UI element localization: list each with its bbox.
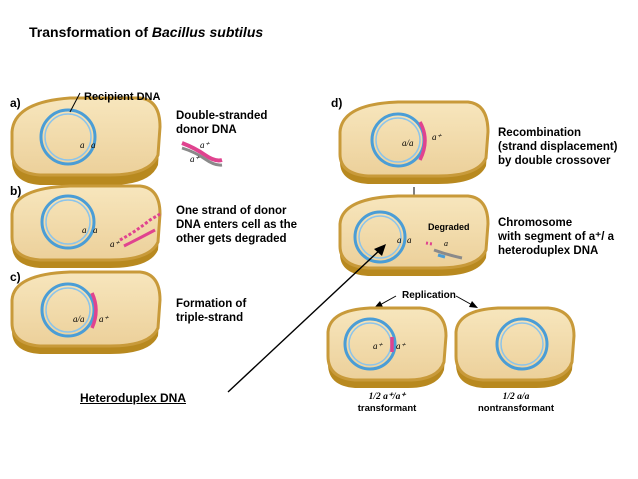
cell-a: a a — [10, 92, 162, 185]
cell-transformant: a⁺ a⁺ — [326, 306, 448, 388]
gene-d-aa: a/a — [402, 138, 414, 148]
panel-letter-d: d) — [331, 96, 343, 110]
panel-letter-c: c) — [10, 270, 21, 284]
panel-b-line-1: One strand of donor — [176, 205, 287, 217]
degraded-label: Degraded — [428, 222, 470, 232]
heteroduplex-dna-label: Heteroduplex DNA — [80, 391, 187, 405]
panel-letter-b: b) — [10, 184, 22, 198]
figure-title: Transformation of Bacillus subtilus — [29, 24, 263, 40]
panel-e-line-3: heteroduplex DNA — [498, 245, 599, 257]
panel-d-line-2: (strand displacement) — [498, 141, 618, 153]
panel-b-line-3: other gets degraded — [176, 233, 287, 245]
gene-b-left: a — [82, 225, 87, 235]
gene-a-left: a — [80, 140, 85, 150]
replication-arrows — [374, 295, 478, 308]
panel-a-line-2: donor DNA — [176, 124, 237, 136]
panel-d-line-1: Recombination — [498, 127, 582, 139]
gene-f-left: a⁺ — [373, 341, 384, 351]
cell-nontransformant — [454, 306, 576, 388]
cell-d: a/a a⁺ — [338, 100, 490, 184]
transformant-label: transformant — [357, 403, 417, 414]
nontransformant-ratio: 1/2 a/a — [502, 392, 530, 402]
gene-b-donor: a⁺ — [110, 239, 121, 249]
panel-c-line-2: triple-strand — [176, 312, 244, 324]
recipient-callout-line — [69, 92, 81, 113]
title-prefix: Transformation of — [29, 24, 152, 40]
donor-gene-top: a⁺ — [200, 140, 211, 150]
panel-b-line-2: DNA enters cell as the — [176, 219, 298, 231]
gene-d-aplus: a⁺ — [432, 132, 443, 142]
gene-e-left: a — [397, 235, 402, 245]
gene-c-aplus: a⁺ — [99, 314, 110, 324]
panel-c-line-1: Formation of — [176, 298, 247, 310]
panel-letter-a: a) — [10, 96, 21, 110]
gene-a-right: a — [91, 140, 96, 150]
transformant-caption: 1/2 a⁺/a⁺ transformant — [346, 392, 428, 414]
nontransformant-label: nontransformant — [478, 403, 554, 414]
heteroduplex-pointer — [227, 247, 383, 393]
chromosome-ring-a — [39, 108, 97, 166]
gene-b-right: a — [93, 225, 98, 235]
panel-d-description: Recombination (strand displacement) by d… — [498, 126, 618, 168]
gene-e-donor: a — [444, 239, 448, 248]
replication-label: Replication — [402, 290, 456, 301]
panel-b-description: One strand of donor DNA enters cell as t… — [176, 204, 297, 246]
recipient-dna-label: Recipient DNA — [84, 91, 161, 103]
panel-a-line-1: Double-stranded — [176, 110, 268, 122]
panel-e-line-2: with segment of a⁺/ a — [498, 231, 614, 243]
panel-e-line-1: Chromosome — [498, 217, 573, 229]
transformant-ratio: 1/2 a⁺/a⁺ — [368, 392, 406, 402]
panel-e-description: Chromosome with segment of a⁺/ a heterod… — [498, 216, 614, 258]
gene-c-aa: a/a — [73, 314, 85, 324]
cell-c: a/a a⁺ — [10, 270, 162, 354]
title-species: Bacillus subtilus — [151, 24, 264, 40]
panel-d-line-3: by double crossover — [498, 155, 611, 167]
nontransformant-caption: 1/2 a/a nontransformant — [468, 392, 564, 414]
panel-a-description: Double-stranded donor DNA — [176, 109, 267, 137]
gene-e-right: a — [407, 235, 412, 245]
cell-b: a a a⁺ — [10, 184, 162, 268]
panel-c-description: Formation of triple-strand — [176, 297, 246, 325]
donor-dna-a: a⁺ a⁺ — [181, 140, 223, 167]
cell-e: a a a — [338, 194, 490, 276]
donor-gene-bottom: a⁺ — [190, 154, 201, 164]
gene-f-right: a⁺ — [396, 341, 407, 351]
